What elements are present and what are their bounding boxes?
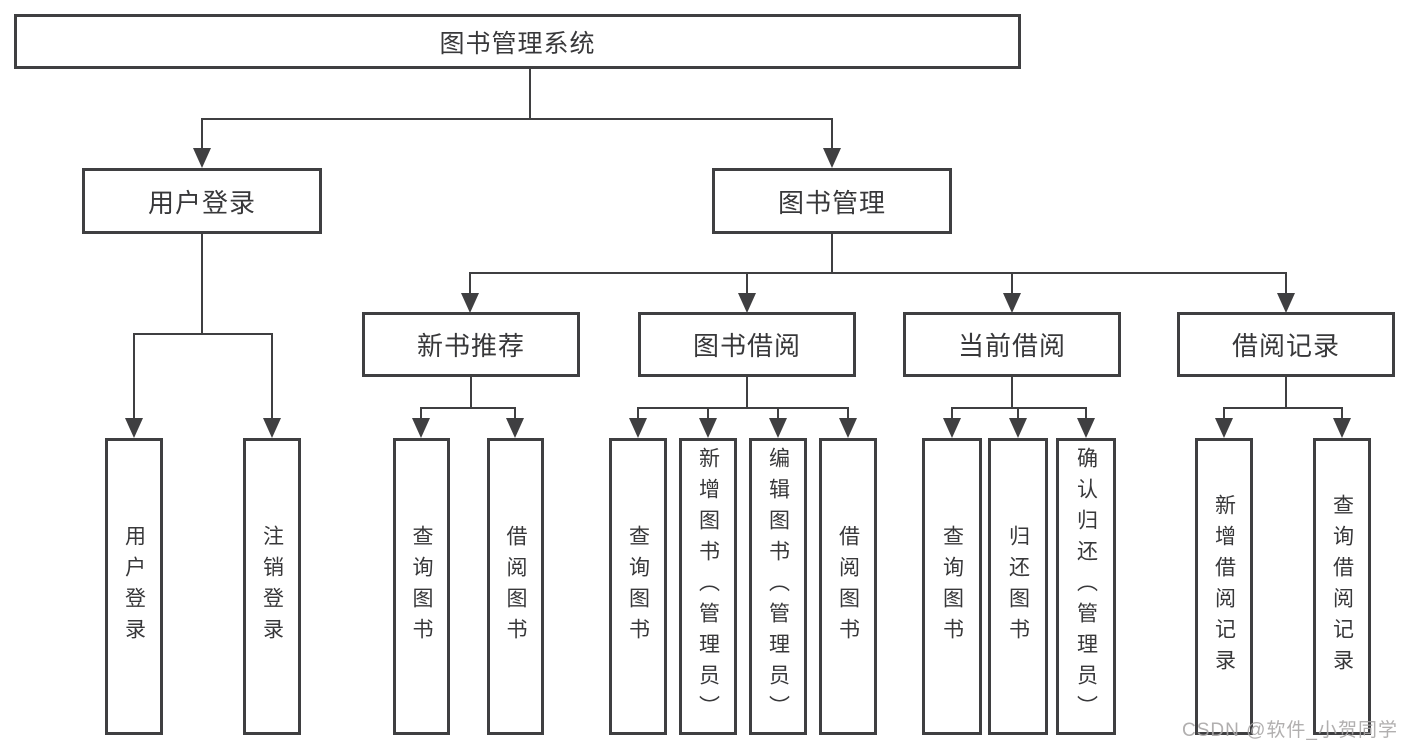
leaf-label: 新增图书（管理员）: [696, 447, 720, 726]
node-current-borrowing: 当前借阅: [903, 312, 1121, 377]
node-new-book-recommendation: 新书推荐: [362, 312, 580, 377]
arrow-head: [943, 418, 961, 438]
connector-line: [746, 272, 748, 296]
connector-line: [470, 375, 472, 408]
connector-line: [420, 407, 516, 409]
leaf-label: 查询图书: [940, 524, 964, 649]
leaf-query-borrow-record: 查询借阅记录: [1313, 438, 1371, 735]
connector-line: [1285, 272, 1287, 296]
leaf-label: 新增借阅记录: [1212, 493, 1236, 680]
leaf-return-book: 归还图书: [988, 438, 1048, 735]
leaf-user-login: 用户登录: [105, 438, 163, 735]
arrow-head: [823, 148, 841, 168]
connector-line: [271, 333, 273, 421]
leaf-edit-book-admin: 编辑图书（管理员）: [749, 438, 807, 735]
node-label: 新书推荐: [416, 331, 525, 361]
arrow-head: [506, 418, 524, 438]
node-book-management: 图书管理: [712, 168, 952, 234]
arrow-head: [738, 293, 756, 313]
connector-line: [707, 407, 709, 421]
node-label: 图书管理: [777, 187, 886, 218]
node-label: 用户登录: [147, 187, 256, 218]
connector-line: [133, 333, 135, 421]
arrow-head: [1003, 293, 1021, 313]
node-label: 当前借阅: [957, 331, 1066, 361]
connector-line: [469, 272, 471, 296]
arrow-head: [1277, 293, 1295, 313]
arrow-head: [1009, 418, 1027, 438]
leaf-label: 查询图书: [626, 524, 650, 649]
connector-line: [1011, 375, 1013, 408]
arrow-head: [461, 293, 479, 313]
leaf-borrow-books: 借阅图书: [819, 438, 877, 735]
arrow-head: [769, 418, 787, 438]
connector-line: [746, 375, 748, 408]
node-user-login: 用户登录: [82, 168, 322, 234]
leaf-query-books-recommend: 查询图书: [393, 438, 450, 735]
leaf-confirm-return-admin: 确认归还（管理员）: [1056, 438, 1116, 735]
node-label: 图书借阅: [692, 331, 801, 361]
arrow-head: [193, 148, 211, 168]
connector-line: [514, 407, 516, 421]
connector-line: [1017, 407, 1019, 421]
leaf-label: 归还图书: [1006, 524, 1030, 649]
connector-line: [529, 67, 531, 119]
node-borrowing-records: 借阅记录: [1177, 312, 1395, 377]
arrow-head: [629, 418, 647, 438]
connector-line: [201, 118, 833, 120]
connector-line: [133, 333, 273, 335]
connector-line: [951, 407, 1087, 409]
arrow-head: [839, 418, 857, 438]
csdn-watermark: CSDN @软件_小贺同学: [1182, 720, 1398, 741]
leaf-label: 确认归还（管理员）: [1074, 447, 1098, 726]
connector-line: [847, 407, 849, 421]
connector-line: [831, 118, 833, 152]
connector-line: [637, 407, 639, 421]
connector-line: [1341, 407, 1343, 421]
connector-line: [1223, 407, 1225, 421]
arrow-head: [125, 418, 143, 438]
connector-line: [1085, 407, 1087, 421]
arrow-head: [263, 418, 281, 438]
connector-line: [201, 232, 203, 334]
leaf-query-books-borrow: 查询图书: [609, 438, 667, 735]
node-root-book-management-system: 图书管理系统: [14, 14, 1021, 69]
arrow-head: [699, 418, 717, 438]
connector-line: [831, 232, 833, 273]
connector-line: [777, 407, 779, 421]
leaf-label: 编辑图书（管理员）: [766, 447, 790, 726]
leaf-borrow-books-recommend: 借阅图书: [487, 438, 544, 735]
connector-line: [1011, 272, 1013, 296]
connector-line: [1285, 375, 1287, 408]
leaf-add-borrow-record: 新增借阅记录: [1195, 438, 1253, 735]
node-label: 图书管理系统: [439, 29, 596, 58]
leaf-label: 查询图书: [410, 524, 433, 649]
leaf-label: 用户登录: [122, 524, 146, 649]
arrow-head: [412, 418, 430, 438]
arrow-head: [1077, 418, 1095, 438]
connector-line: [201, 118, 203, 152]
arrow-head: [1215, 418, 1233, 438]
connector-line: [951, 407, 953, 421]
leaf-label: 注销登录: [260, 524, 284, 649]
node-book-borrowing: 图书借阅: [638, 312, 856, 377]
leaf-label: 借阅图书: [836, 524, 860, 649]
leaf-label: 查询借阅记录: [1330, 493, 1354, 680]
node-label: 借阅记录: [1231, 331, 1340, 361]
connector-line: [1223, 407, 1343, 409]
connector-line: [469, 272, 1287, 274]
leaf-logout: 注销登录: [243, 438, 301, 735]
connector-line: [637, 407, 849, 409]
arrow-head: [1333, 418, 1351, 438]
leaf-label: 借阅图书: [504, 524, 527, 649]
leaf-add-book-admin: 新增图书（管理员）: [679, 438, 737, 735]
leaf-query-books-current: 查询图书: [922, 438, 982, 735]
connector-line: [420, 407, 422, 421]
